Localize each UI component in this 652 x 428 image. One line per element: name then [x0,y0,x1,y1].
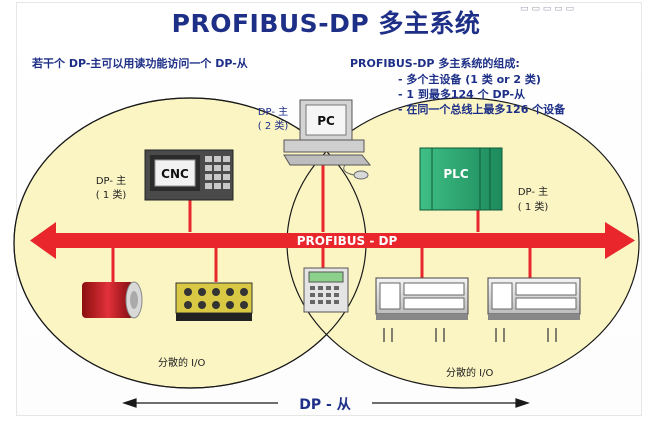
operator-panel-device [303,267,349,313]
cnc-master-label-line2: ( 1 类) [95,190,127,201]
cnc-label: CNC [161,167,189,181]
dp-slave-label: DP - 从 [299,397,351,413]
right-heading: PROFIBUS-DP 多主系统的组成: [350,57,520,70]
pc-label: PC [317,114,335,128]
page-title: PROFIBUS-DP 多主系统 [171,9,481,38]
plc-master-label-line2: ( 1 类) [517,202,549,213]
red-cylinder-device [82,281,143,319]
dp-slave-range-arrow [122,398,530,408]
corner-decoration: ▭ ▭ ▭ ▭ ▭ [520,4,574,14]
io-left-label: 分散的 I/O [158,358,206,369]
rack-device-2 [487,277,581,342]
rack-device-1 [375,277,469,342]
left-note: 若干个 DP-主可以用读功能访问一个 DP-从 [32,57,248,70]
pc-master-label-line1: DP- 主 [257,107,289,118]
plc-master-label-line1: DP- 主 [517,187,549,198]
plc-label: PLC [443,167,468,181]
right-item-3: - 在同一个总线上最多126 个设备 [398,103,566,116]
cnc-master-label-line1: DP- 主 [95,176,127,187]
pc-master-label-line2: ( 2 类) [257,121,289,132]
right-item-2: - 1 到最多124 个 DP-从 [398,88,526,101]
profibus-bus-arrow [30,222,635,259]
plc-device: PLC [419,147,503,211]
bus-label: PROFIBUS - DP [296,234,398,248]
right-item-1: - 多个主设备 (1 类 or 2 类) [398,73,541,86]
bus-drop-lines [111,165,532,282]
io-module-left [175,282,253,321]
cnc-device: CNC [144,149,234,201]
io-right-label: 分散的 I/O [446,368,494,379]
pc-device: PC [283,99,372,180]
